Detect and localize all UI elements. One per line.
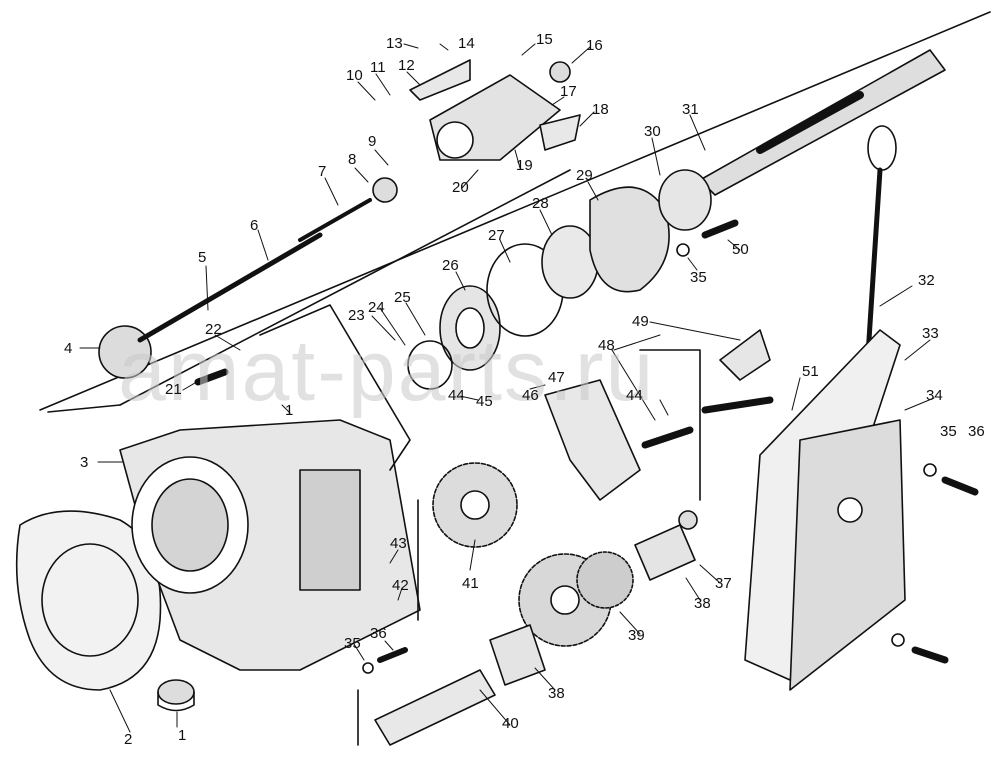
part-label: 5 [198,249,207,266]
part-label: 16 [586,37,603,54]
part-label: 43 [390,535,407,552]
part-label: 17 [560,83,577,100]
selector-housing-part [409,59,581,161]
part-label: 50 [732,241,749,258]
part-label: 31 [682,101,699,118]
part-label: 46 [522,387,539,404]
part-label: 39 [628,627,645,644]
part-label: 12 [398,57,415,74]
part-label: 36 [370,625,387,642]
part-label: 34 [926,387,943,404]
part-label: 35 [940,423,957,440]
part-label: 41 [462,575,479,592]
part-label: 4 [64,340,73,357]
part-label: 11 [370,59,386,76]
part-label: 45 [476,393,493,410]
part-label: 27 [488,227,505,244]
watermark: amat-parts.ru [118,323,656,419]
part-label: 21 [165,381,182,398]
part-label: 51 [802,363,819,380]
part-label: 9 [368,133,377,150]
part-label: 44 [448,387,465,404]
part-label: 18 [592,101,609,118]
part-label: 26 [442,257,459,274]
part-label: 36 [968,423,985,440]
part-label: 42 [392,577,409,594]
gear-parts [432,462,634,647]
bolt-parts [194,219,979,674]
part-label: 48 [598,337,615,354]
part-label: 35 [690,269,707,286]
bearing-parts [407,169,712,390]
drain-plug-part [157,679,195,712]
part-label: 8 [348,151,357,168]
bushing-parts [374,510,698,746]
part-label: 33 [922,325,939,342]
part-label: 38 [694,595,711,612]
part-label: 13 [386,35,403,52]
main-shaft-part [699,49,946,196]
part-label: 28 [532,195,549,212]
leader-lines [79,43,935,733]
part-label: 38 [548,685,565,702]
part-label: 14 [458,35,475,52]
part-label: 1 [285,402,294,419]
dipstick-part [865,125,897,358]
part-label: 24 [368,299,385,316]
part-label: 25 [394,289,411,306]
part-label: 7 [318,163,327,180]
gasket-part [15,510,162,691]
part-label: 35 [344,635,361,652]
part-label: 10 [346,67,363,84]
worm-shaft-part [98,177,398,379]
part-label: 19 [516,157,533,174]
part-label: 49 [632,313,649,330]
part-label: 15 [536,31,553,48]
frame-line-left [47,404,121,413]
part-label: 47 [548,369,565,386]
part-label: 23 [348,307,365,324]
frame-line-mid [119,169,571,406]
part-label: 20 [452,179,469,196]
part-label: 22 [205,321,222,338]
housing-part [119,304,421,671]
part-label: 6 [250,217,259,234]
part-label: 1 [178,727,187,744]
part-label: 40 [502,715,519,732]
part-label: 30 [644,123,661,140]
part-label: 32 [918,272,935,289]
part-label: 3 [80,454,89,471]
shift-fork-parts [544,329,774,501]
part-label: 37 [715,575,732,592]
part-label: 2 [124,731,133,748]
frame-line-top [39,11,991,411]
cover-parts [744,329,906,691]
part-label: 44 [626,387,643,404]
part-label: 29 [576,167,593,184]
